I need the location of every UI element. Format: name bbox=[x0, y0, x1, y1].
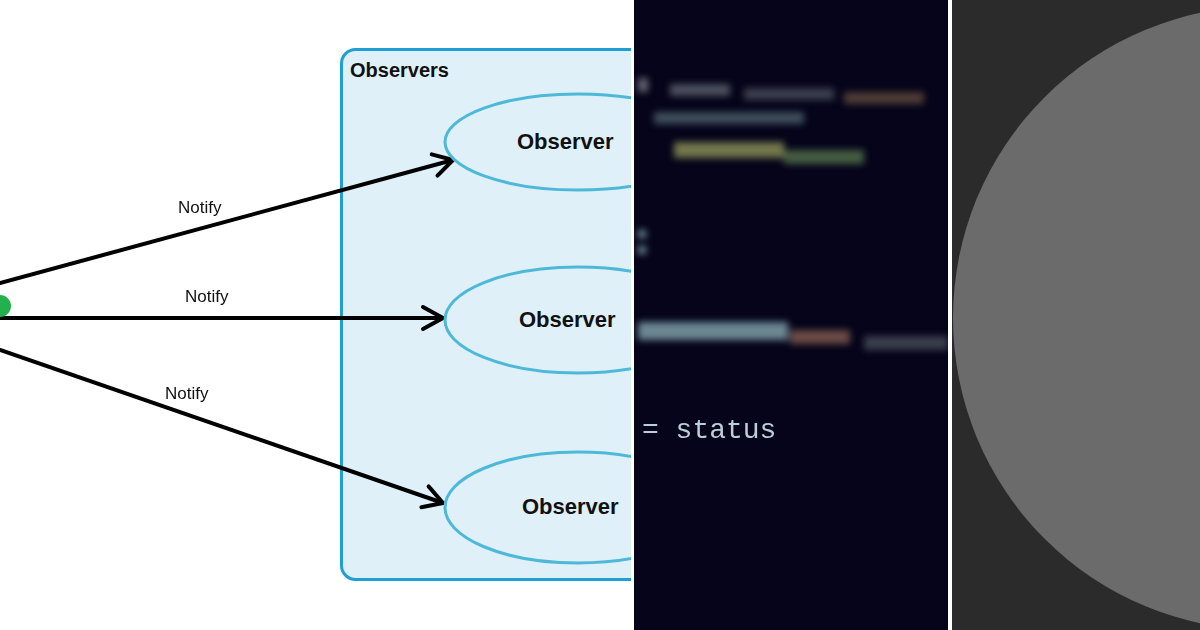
grey-disc bbox=[953, 6, 1200, 630]
arrow-head bbox=[421, 486, 443, 507]
observers-group: ObserversObserverObserverObserver bbox=[340, 48, 631, 580]
label-holder: Notify bbox=[178, 198, 221, 218]
code-photo bbox=[634, 0, 948, 630]
arrow-label: Notify bbox=[165, 384, 208, 403]
label-holder: Notify bbox=[185, 287, 228, 307]
ellipse-shape bbox=[445, 94, 631, 190]
subject-dot bbox=[0, 295, 11, 317]
blurred-code bbox=[638, 78, 948, 350]
ellipse-shape bbox=[445, 267, 631, 373]
observer-name: Observer bbox=[517, 129, 614, 155]
arrow-label: Notify bbox=[185, 287, 228, 306]
disc-panel bbox=[952, 0, 1200, 630]
ellipse-shape bbox=[445, 452, 631, 563]
arrow-label: Notify bbox=[178, 198, 221, 217]
code-text: = status bbox=[642, 415, 776, 446]
arrow-line bbox=[0, 160, 453, 283]
diagram-panel: ObserversObserverObserverObserver bbox=[0, 0, 631, 630]
arrow-line bbox=[0, 316, 443, 320]
observer-ellipse: Observer bbox=[443, 92, 631, 192]
arrow-head bbox=[423, 307, 443, 329]
arrow-head bbox=[432, 154, 453, 175]
observer-ellipse: Observer bbox=[443, 450, 631, 565]
arrow-line bbox=[0, 350, 443, 503]
node-layer: ObserversObserverObserverObserver bbox=[0, 0, 631, 630]
observer-ellipse: Observer bbox=[443, 265, 631, 375]
group-title: Observers bbox=[350, 58, 631, 82]
observer-name: Observer bbox=[522, 494, 619, 520]
label-holder: = status bbox=[642, 415, 776, 446]
container-outline bbox=[342, 50, 632, 580]
code-background bbox=[634, 0, 948, 630]
observer-name: Observer bbox=[519, 307, 616, 333]
label-holder: Notify bbox=[165, 384, 208, 404]
